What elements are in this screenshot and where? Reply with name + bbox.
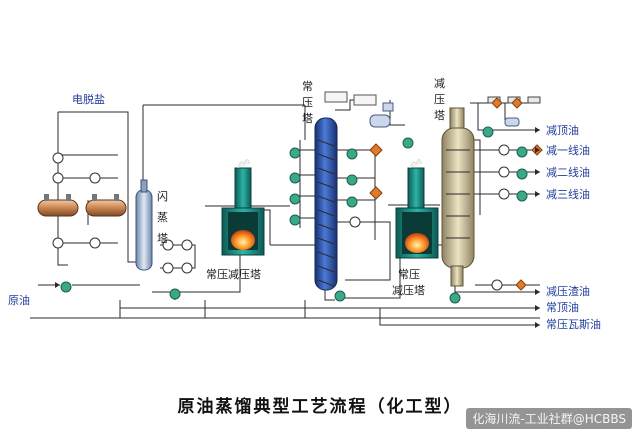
desalter-nozzle (92, 194, 97, 201)
heat-exchanger-icon (498, 166, 510, 178)
pump-icon (516, 190, 528, 202)
pump-icon (516, 146, 528, 158)
diagram-title: 原油蒸馏典型工艺流程（化工型） (177, 397, 463, 417)
flash-tower-label-2: 蒸 (157, 211, 168, 224)
pump-icon (346, 148, 358, 160)
pump-icon (402, 137, 414, 149)
pump-icon (516, 168, 528, 180)
pipe-network (30, 99, 540, 326)
desalting-label: 电脱盐 (72, 92, 105, 106)
atm-furnace-label: 常压减压塔 (206, 268, 261, 281)
vac-furnace-label-1: 常压 (398, 268, 420, 281)
smoke-icon (409, 159, 423, 169)
reflux-drum-boot (382, 102, 394, 112)
heat-exchanger-icon (89, 237, 101, 249)
desalter-vessel-2 (85, 199, 127, 217)
arrow-icon (535, 147, 540, 153)
pump-icon (346, 196, 358, 208)
heat-exchanger-icon (498, 144, 510, 156)
crude-oil-label: 原油 (8, 293, 30, 307)
arrow-icon (535, 289, 540, 295)
cooler-icon (511, 97, 523, 109)
overhead-equipment (324, 91, 394, 128)
desalter-nozzle (66, 194, 71, 201)
pumps (60, 126, 528, 304)
product-label-vac-2: 减二线油 (546, 165, 590, 179)
desalter-vessel-1 (37, 199, 79, 217)
desalter-nozzle (114, 194, 119, 201)
heat-exchanger-icon (181, 262, 193, 274)
atmospheric-tower (314, 117, 338, 291)
pump-icon (482, 126, 494, 138)
heat-exchanger-icon (162, 239, 174, 251)
vac-tower-label-1: 减 (434, 77, 445, 90)
cooler-icon (515, 279, 527, 291)
furnace-flame (405, 233, 429, 253)
arrow-icon (535, 322, 540, 328)
atm-tower-label-1: 常 (302, 80, 313, 93)
heat-exchanger-icon (181, 239, 193, 251)
flash-tower (135, 179, 153, 271)
heat-exchanger-icon (162, 262, 174, 274)
overhead-condenser (324, 91, 348, 103)
product-label-vac-top: 减顶油 (546, 123, 579, 137)
vac-tower-label-3: 塔 (434, 109, 445, 122)
flash-tower-label-3: 塔 (157, 232, 168, 245)
arrow-icon (535, 127, 540, 133)
product-label-vac-1: 减一线油 (546, 143, 590, 157)
overhead-condenser (353, 94, 377, 106)
arrow-icon (55, 282, 60, 288)
pump-icon (289, 193, 301, 205)
arrow-icon (535, 191, 540, 197)
pump-icon (346, 174, 358, 186)
atm-tower-label-2: 压 (302, 96, 313, 109)
heat-exchanger-icon (52, 237, 64, 249)
reflux-drum (369, 114, 391, 128)
smoke-icon (237, 159, 251, 169)
pump-icon (60, 281, 72, 293)
heat-exchanger-icon (349, 216, 361, 228)
heat-exchanger-icon (491, 279, 503, 291)
heat-exchanger-icon (89, 172, 101, 184)
watermark: 化海川流-工业社群@HCBBS (466, 408, 632, 429)
heat-exchanger-icon (52, 172, 64, 184)
ejector (527, 96, 541, 104)
cooler-icon (491, 97, 503, 109)
pump-icon (289, 147, 301, 159)
pump-icon (289, 214, 301, 226)
pump-icon (289, 172, 301, 184)
vacuum-tower (441, 107, 475, 287)
atm-tower-label-3: 塔 (302, 112, 313, 125)
arrow-icon (535, 305, 540, 311)
desalter-nozzle (44, 194, 49, 201)
cooler-icon (369, 186, 383, 200)
heat-exchanger-icon (498, 188, 510, 200)
desalter-vessels (37, 194, 127, 217)
product-label-vac-3: 减三线油 (546, 187, 590, 201)
flow-arrows (55, 127, 540, 328)
atmospheric-furnace (221, 159, 265, 256)
heat-exchanger-icon (52, 152, 64, 164)
arrow-icon (535, 169, 540, 175)
furnace-flame (231, 230, 255, 250)
pump-icon (334, 290, 346, 302)
vacuum-furnace (395, 159, 439, 259)
vac-furnace-label-2: 减压塔 (392, 284, 425, 297)
pump-icon (449, 292, 461, 304)
heat-exchangers (52, 144, 510, 291)
product-label-atm-top: 常顶油 (546, 300, 579, 314)
product-label-vac-residue: 减压渣油 (546, 284, 590, 298)
vacuum-drum (504, 117, 520, 127)
product-label-atm-gas-oil: 常压瓦斯油 (546, 317, 601, 331)
pump-icon (169, 288, 181, 300)
cooler-icon (369, 143, 383, 157)
vac-tower-label-2: 压 (434, 93, 445, 106)
flash-tower-label-1: 闪 (157, 189, 168, 203)
